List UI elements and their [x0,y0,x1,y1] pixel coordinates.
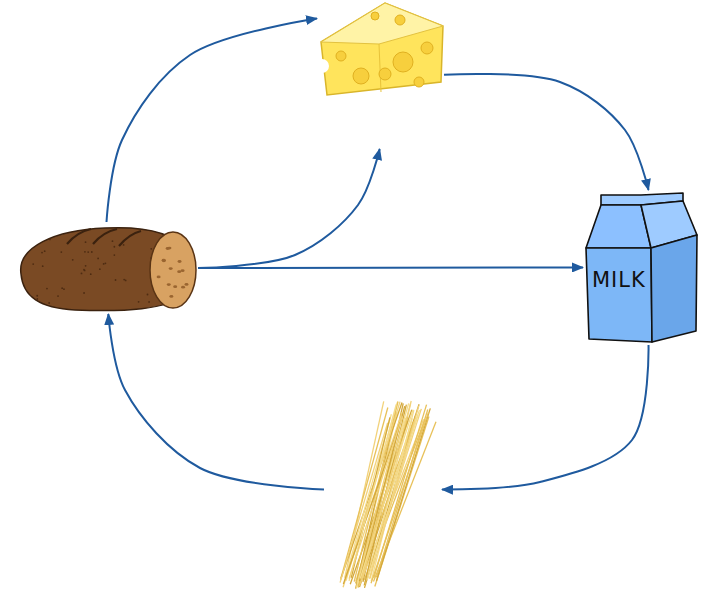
cheese-wedge-part [371,12,379,20]
flow-arrow [444,74,649,190]
pasta-bundle-part [360,410,413,579]
cheese-wedge-part [379,68,391,80]
pasta-bundle-part [349,417,402,579]
bread-loaf-part [85,265,87,267]
milk-carton-part [586,248,652,342]
bread-loaf-part [36,298,38,300]
pasta-bundle-art [330,395,440,592]
pasta-bundle-part [376,408,430,581]
bread-loaf-part [91,251,93,253]
bread-loaf-part [63,288,65,290]
cheese-wedge-part [379,44,381,92]
cheese-wedge-part [315,59,329,73]
bread-loaf-part [41,252,43,254]
bread-loaf-part [81,273,83,275]
bread-loaf-part [99,268,101,270]
flow-arrow [108,314,324,490]
bread-loaf-part [123,244,125,246]
bread-loaf-part [150,248,152,250]
milk-carton-part [586,205,651,248]
flow-arrow [107,18,318,222]
bread-loaf-part [72,259,74,261]
bread-loaf-part [67,229,91,244]
pasta-bundle-part [349,405,396,581]
cheese-wedge-part [321,3,443,44]
pasta-bundle-part [362,404,410,578]
pasta-bundle-part [343,422,400,584]
pasta-bundle-part [343,402,400,588]
bread-loaf-part [162,259,166,262]
bread-loaf-part [104,262,106,264]
cheese-wedge-part [421,42,433,54]
bread-loaf-part [83,269,85,271]
cheese-wedge-part [353,68,369,84]
bread-loaf-part [90,273,92,275]
bread-loaf-part [173,285,177,288]
bread-loaf-part [157,275,161,278]
bread-loaf-part [178,260,182,263]
cheese-wedge-art [315,0,447,97]
bread-loaf-part [184,283,188,286]
bread-loaf-part [49,239,51,241]
bread-loaf-part [147,294,149,296]
cheese-wedge-part [336,51,346,61]
milk-carton: MILK [583,193,700,345]
bread-loaf-part [42,265,44,267]
pasta-bundle-part [371,413,428,584]
flow-arrow [198,266,583,269]
bread-loaf-part [84,251,86,253]
bread-loaf-part [113,246,115,248]
bread-loaf-part [115,279,117,281]
bread-loaf-part [87,251,89,253]
bread-loaf-part [97,258,99,260]
bread-loaf-part [169,295,173,298]
bread-loaf-part [84,270,86,272]
bread-loaf-part [85,241,87,243]
bread-loaf-part [61,287,63,289]
bread-loaf-part [162,259,166,262]
bread-loaf-part [44,250,46,252]
bread-loaf-part [103,263,105,265]
cheese-wedge-part [321,3,443,95]
bread-loaf [15,222,198,314]
bread-loaf-art [15,222,198,314]
pasta-bundle [330,395,440,592]
bread-loaf-part [57,295,59,297]
bread-loaf-part [167,247,171,250]
bread-loaf-part [119,231,141,246]
bread-loaf-part [138,301,140,303]
flow-arrow [442,345,649,490]
milk-carton-part [651,235,697,342]
bread-loaf-part [181,286,185,289]
cheese-wedge [315,0,447,97]
bread-loaf-part [169,267,173,270]
bread-loaf-part [150,232,196,308]
carton-label: MILK [592,269,646,292]
bread-loaf-part [83,292,85,294]
cheese-wedge-part [393,52,413,72]
cheese-wedge-part [395,15,405,25]
bread-loaf-part [148,301,150,303]
bread-loaf-part [36,295,38,297]
bread-loaf-part [112,240,114,242]
bread-loaf-part [123,279,125,281]
bread-loaf-part [48,302,50,304]
bread-loaf-part [177,270,181,273]
bread-loaf-part [167,283,171,286]
bread-loaf-part [46,288,48,290]
bread-loaf-part [60,251,62,253]
bread-loaf-part [32,263,34,265]
bread-loaf-part [113,254,115,256]
pasta-bundle-part [359,406,404,581]
cheese-wedge-part [414,77,424,87]
bread-loaf-part [93,229,117,244]
flow-arrow [198,149,380,268]
